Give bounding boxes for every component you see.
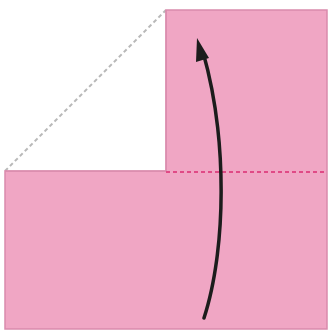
- fold-arrow-shaft: [201, 50, 223, 320]
- fold-up-arrow-icon: [196, 38, 223, 320]
- fold-arrow-head: [196, 38, 209, 62]
- folded-flap-outline: [4, 9, 167, 172]
